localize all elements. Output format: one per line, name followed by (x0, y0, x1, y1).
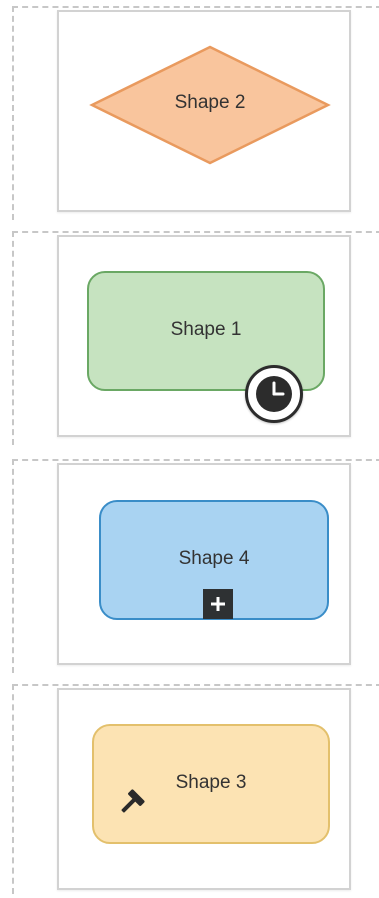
lane-1 (12, 6, 379, 220)
diamond-shape (89, 45, 331, 165)
hammer-icon (121, 789, 145, 813)
shape-card-3: Shape 4 (57, 463, 351, 665)
lane-4 (12, 684, 379, 894)
shape-card-2: Shape 1 (57, 235, 351, 437)
shape-2-diamond[interactable]: Shape 2 (89, 44, 331, 166)
lane-2 (12, 231, 379, 445)
shape-label: Shape 1 (170, 319, 242, 340)
shape-label: Shape 2 (174, 92, 246, 113)
timer-icon (245, 365, 303, 423)
plus-icon[interactable] (203, 589, 233, 619)
shape-card-1: Shape 2 (57, 10, 351, 212)
lane-3 (12, 459, 379, 673)
shape-label: Shape 3 (175, 772, 247, 793)
shape-3-task[interactable]: Shape 3 (92, 724, 330, 844)
shape-card-4: Shape 3 (57, 688, 351, 890)
shape-label: Shape 4 (178, 548, 250, 569)
